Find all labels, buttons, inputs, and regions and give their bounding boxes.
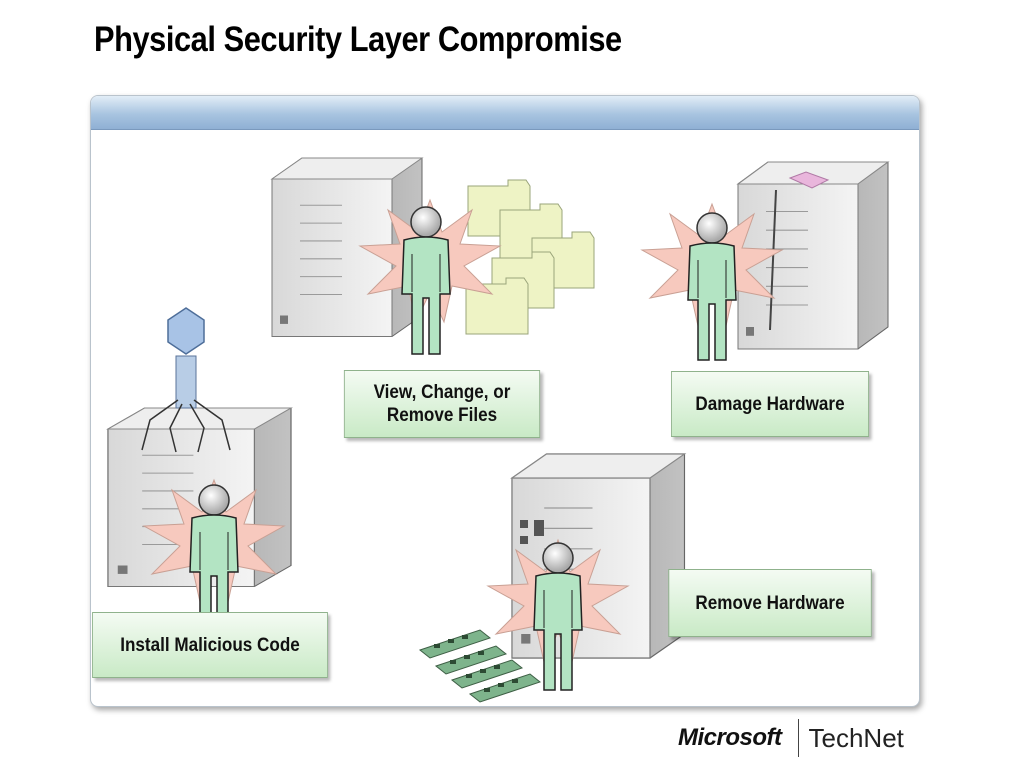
label-damage-hardware: Damage Hardware [671, 371, 869, 437]
virus-on-server-illustration [107, 307, 292, 633]
label-remove-hardware: Remove Hardware [668, 569, 872, 637]
label-install-malicious-code: Install Malicious Code [92, 612, 328, 678]
microsoft-technet-logo: Microsoft TechNet [678, 718, 904, 758]
server-with-cards-illustration [419, 453, 686, 703]
panel-header-bar [91, 96, 919, 130]
label-view-change-remove-files: View, Change, or Remove Files [343, 370, 541, 438]
logo-divider [797, 719, 799, 757]
microsoft-wordmark: Microsoft [678, 724, 782, 751]
virus-icon [141, 307, 231, 453]
technet-wordmark: TechNet [808, 722, 904, 753]
slide-title: Physical Security Layer Compromise [94, 20, 622, 59]
damaged-server-illustration [641, 161, 889, 361]
server-with-files-illustration [271, 157, 595, 355]
